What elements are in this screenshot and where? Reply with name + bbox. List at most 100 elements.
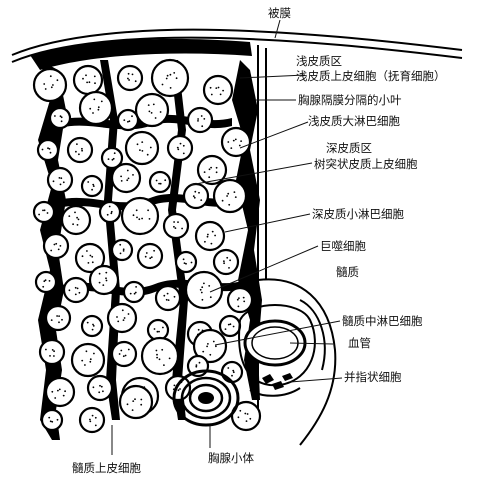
nucleus-speck [136, 143, 139, 146]
nucleus-speck [92, 183, 95, 186]
nucleus-speck [49, 355, 51, 357]
lymphocyte [32, 200, 56, 224]
lymphocyte [110, 340, 138, 368]
nucleus-speck [208, 285, 211, 287]
nucleus-speck [203, 282, 205, 285]
nucleus-speck [136, 216, 138, 219]
nucleus-speck [203, 118, 206, 120]
nucleus-speck [132, 214, 135, 217]
lymphocyte-layer [32, 58, 262, 434]
nucleus-speck [52, 180, 55, 183]
nucleus-speck [203, 171, 206, 174]
nucleus-speck [122, 319, 125, 321]
lymphocyte [110, 238, 134, 262]
nucleus-speck [113, 152, 116, 155]
lymphocyte [110, 162, 142, 194]
nucleus-speck [58, 177, 61, 179]
nucleus-speck [122, 355, 125, 358]
lymphocyte [40, 408, 64, 432]
nucleus-speck [86, 81, 88, 84]
lymphocyte [32, 67, 68, 103]
nucleus-speck [102, 284, 105, 286]
nucleus-speck [134, 398, 136, 401]
nucleus-speck [78, 291, 81, 294]
nucleus-speck [138, 218, 141, 221]
nucleus-speck [173, 221, 176, 223]
nucleus-speck [44, 279, 47, 282]
nucleus-speck [177, 389, 180, 392]
nucleus-speck [43, 280, 46, 283]
labels: 被膜 浅皮质区 浅皮质上皮细胞（抚育细胞） 胸腺隔膜分隔的小叶 浅皮质大淋巴细胞… [72, 6, 446, 475]
nucleus-speck [98, 272, 101, 275]
lymphocyte [220, 360, 244, 384]
lymphocyte [34, 270, 58, 294]
label-deep-cortex: 深皮质区 [326, 141, 372, 155]
nucleus-speck [48, 280, 51, 282]
lymphocyte [66, 136, 94, 164]
nucleus-speck [164, 179, 167, 182]
label-vessel: 血管 [348, 336, 371, 350]
nucleus-speck [182, 152, 185, 155]
nucleus-speck [150, 256, 153, 259]
nucleus-speck [168, 357, 171, 360]
nucleus-speck [89, 107, 92, 110]
nucleus-speck [94, 416, 97, 419]
label-superficial-cortex: 浅皮质区 [296, 54, 342, 68]
nucleus-speck [240, 140, 243, 143]
nucleus-speck [215, 166, 218, 169]
nucleus-speck [89, 358, 92, 361]
nucleus-speck [197, 120, 199, 122]
nucleus-speck [119, 243, 122, 246]
nucleus-speck [197, 118, 200, 120]
nucleus-speck [110, 210, 113, 213]
nucleus-speck [223, 260, 225, 263]
nucleus-speck [41, 148, 44, 151]
nucleus-speck [99, 384, 101, 387]
nucleus-speck [154, 117, 157, 119]
nucleus-speck [208, 168, 211, 171]
nucleus-speck [215, 87, 218, 89]
nucleus-speck [76, 224, 79, 226]
nucleus-speck [112, 157, 115, 160]
lymphocyte [100, 146, 124, 170]
nucleus-speck [155, 349, 158, 352]
lymphocyte [186, 106, 214, 134]
nucleus-speck [246, 413, 249, 415]
nucleus-speck [152, 103, 155, 106]
nucleus-speck [108, 205, 111, 208]
nucleus-speck [123, 317, 126, 319]
nucleus-speck [156, 330, 159, 333]
nucleus-speck [51, 420, 54, 423]
nucleus-speck [56, 79, 59, 82]
nucleus-speck [200, 291, 203, 294]
nucleus-speck [132, 400, 135, 402]
nucleus-speck [201, 286, 204, 289]
label-dendritic-epithelial: 树突状皮质上皮细胞 [314, 157, 418, 171]
lymphocyte [122, 280, 146, 304]
nucleus-speck [238, 144, 241, 147]
nucleus-speck [124, 354, 127, 357]
nucleus-speck [42, 285, 45, 288]
nucleus-speck [149, 257, 152, 260]
nucleus-speck [158, 330, 160, 333]
nucleus-speck [56, 315, 58, 317]
nucleus-speck [94, 82, 96, 85]
nucleus-speck [148, 110, 151, 113]
nucleus-speck [129, 292, 132, 295]
nucleus-speck [161, 83, 164, 86]
nucleus-speck [126, 403, 129, 406]
nucleus-speck [177, 148, 180, 151]
nucleus-speck [68, 215, 71, 218]
nucleus-speck [82, 77, 84, 80]
label-macrophage: 巨噬细胞 [320, 239, 366, 253]
lymphocyte [46, 166, 74, 194]
lymphocyte [120, 196, 160, 236]
label-superficial-epithelial: 浅皮质上皮细胞（抚育细胞） [296, 69, 446, 83]
nucleus-speck [48, 148, 51, 150]
nucleus-speck [54, 397, 57, 399]
nucleus-speck [223, 262, 226, 265]
nucleus-speck [60, 116, 63, 119]
nucleus-speck [86, 250, 88, 252]
label-large-lymphocyte: 浅皮质大淋巴细胞 [308, 114, 400, 128]
nucleus-speck [232, 371, 235, 374]
